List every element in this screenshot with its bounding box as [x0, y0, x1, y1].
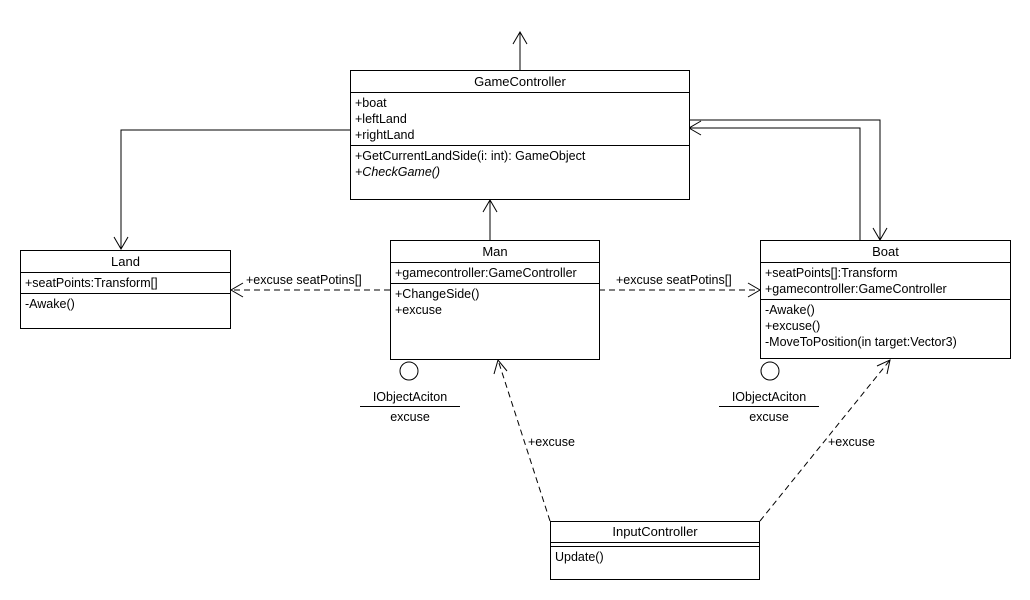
operation: +excuse	[395, 303, 442, 317]
attribute-section-empty	[551, 542, 759, 547]
input-boat-arrowhead	[876, 359, 891, 375]
operation-section: +GetCurrentLandSide(i: int): GameObject …	[351, 146, 689, 182]
interface-boat: IObjectAciton excuse	[719, 390, 819, 424]
edge-label-input-boat: +excuse	[828, 435, 875, 449]
gc-up-arrowhead	[512, 31, 528, 45]
edge-label-man-boat: +excuse seatPotins[]	[616, 273, 732, 287]
class-land[interactable]: Land +seatPoints:Transform[] -Awake()	[20, 250, 231, 329]
attribute: +rightLand	[355, 128, 415, 142]
operation: Update()	[555, 550, 604, 564]
interface-operation: excuse	[749, 410, 789, 424]
operation: +excuse()	[765, 319, 821, 333]
gc-land-association	[120, 129, 350, 249]
edge-label-input-man: +excuse	[528, 435, 575, 449]
input-man-dependency	[497, 359, 551, 522]
input-man-arrowhead	[493, 358, 508, 375]
attribute-section: +seatPoints:Transform[]	[21, 273, 230, 294]
interface-name: IObjectAciton	[360, 390, 460, 407]
operation: -Awake()	[765, 303, 815, 317]
class-game-controller[interactable]: GameController +boat +leftLand +rightLan…	[350, 70, 690, 200]
man-gc-arrowhead	[482, 199, 498, 213]
operation-section: +ChangeSide() +excuse	[391, 284, 599, 320]
attribute: +seatPoints[]:Transform	[765, 266, 898, 280]
operation-section: -Awake() +excuse() -MoveToPosition(in ta…	[761, 300, 1010, 352]
class-input-controller[interactable]: InputController Update()	[550, 521, 760, 580]
attribute: +gamecontroller:GameController	[395, 266, 577, 280]
attribute: +boat	[355, 96, 387, 110]
class-name: Man	[391, 241, 599, 263]
operation-section: -Awake()	[21, 294, 230, 314]
input-boat-dependency	[759, 359, 891, 522]
interface-man: IObjectAciton excuse	[360, 390, 460, 424]
interface-name: IObjectAciton	[719, 390, 819, 407]
attribute-section: +gamecontroller:GameController	[391, 263, 599, 284]
operation: +GetCurrentLandSide(i: int): GameObject	[355, 149, 586, 163]
operation: -MoveToPosition(in target:Vector3)	[765, 335, 957, 349]
boat-interface-lollipop	[760, 361, 780, 381]
man-interface-lollipop	[399, 361, 419, 381]
class-name: GameController	[351, 71, 689, 93]
operation-section: Update()	[551, 547, 759, 567]
attribute-section: +seatPoints[]:Transform +gamecontroller:…	[761, 263, 1010, 300]
attribute-section: +boat +leftLand +rightLand	[351, 93, 689, 146]
attribute: +seatPoints:Transform[]	[25, 276, 158, 290]
operation: -Awake()	[25, 297, 75, 311]
attribute: +gamecontroller:GameController	[765, 282, 947, 296]
gc-land-arrowhead	[113, 236, 129, 250]
gc-boat-association	[689, 119, 881, 240]
boat-gc-association	[689, 127, 861, 240]
class-man[interactable]: Man +gamecontroller:GameController +Chan…	[390, 240, 600, 360]
operation: +ChangeSide()	[395, 287, 480, 301]
operation-abstract: +CheckGame()	[355, 165, 441, 179]
class-name: Boat	[761, 241, 1010, 263]
class-name: InputController	[612, 524, 698, 539]
man-land-arrowhead	[230, 282, 244, 298]
edge-label-man-land: +excuse seatPotins[]	[246, 273, 362, 287]
attribute: +leftLand	[355, 112, 407, 126]
class-boat[interactable]: Boat +seatPoints[]:Transform +gamecontro…	[760, 240, 1011, 359]
interface-operation: excuse	[390, 410, 430, 424]
class-name: Land	[21, 251, 230, 273]
